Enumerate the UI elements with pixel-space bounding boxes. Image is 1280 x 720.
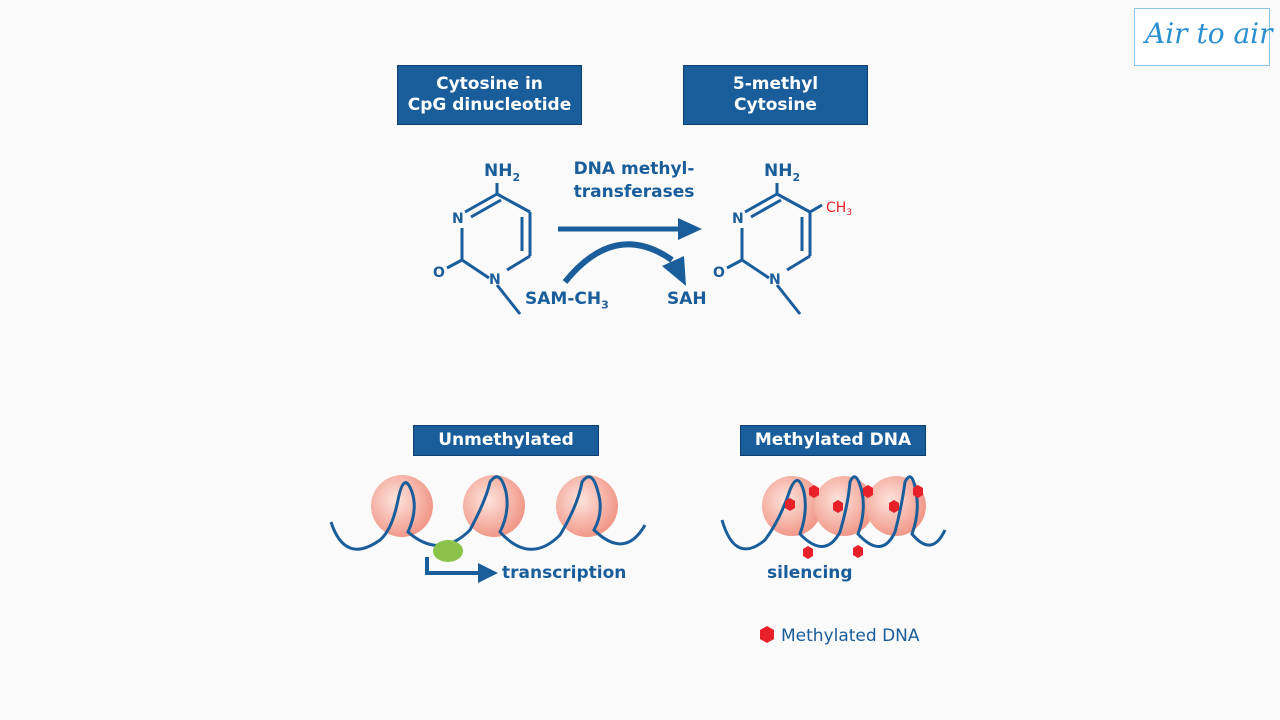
histone-1 [371,475,433,537]
amine-group-right: NH2 [764,161,800,184]
product-label: SAH [667,289,707,309]
unmethylated-label: Unmethylated [413,425,599,456]
enzyme-label-line2: transferases [573,181,695,202]
legend-hexagon-icon [760,626,774,643]
donor-label: SAM-CH3 [525,289,609,312]
legend-label: Methylated DNA [781,626,920,646]
transcription-label: transcription [502,563,627,583]
ring-nitrogen-right-top: N [732,211,744,227]
methylcytosine-label: 5-methyl Cytosine [683,65,868,125]
enzyme-label: DNA methyl- transferases [548,158,720,204]
histone-3 [556,475,618,537]
air-to-air-logo: Air to air [1134,8,1273,66]
methylcytosine-label-line2: Cytosine [734,95,817,115]
transcription-factor [433,540,463,562]
ring-nitrogen-left-bottom: N [489,272,501,288]
methylcytosine-structure [726,183,823,315]
unmethylated-chromatin [329,475,647,583]
ring-nitrogen-left-top: N [452,211,464,227]
carbonyl-oxygen-right: O [713,265,725,281]
silencing-label: silencing [767,563,853,583]
methylated-chromatin [720,475,947,559]
dna-strand-unmethylated [329,475,647,551]
methyl-group: CH3 [826,200,852,218]
carbonyl-oxygen-left: O [433,265,445,281]
cytosine-structure [446,183,532,315]
methylated-label: Methylated DNA [740,425,926,456]
cofactor-curved-arrow [562,241,686,286]
cytosine-label-line2: CpG dinucleotide [407,95,572,115]
reaction-arrow [558,218,702,240]
histone-2 [463,475,525,537]
transcription-arrow [425,557,480,575]
methyl-marks [785,485,923,559]
amine-group-left: NH2 [484,161,520,184]
cytosine-label-line1: Cytosine in [436,73,543,94]
logo-text: Air to air [1145,17,1273,50]
methylcytosine-label-line1: 5-methyl [732,73,819,94]
histone-m2 [814,476,874,536]
ring-nitrogen-right-bottom: N [769,272,781,288]
cytosine-label: Cytosine in CpG dinucleotide [397,65,582,125]
enzyme-label-line1: DNA methyl- [573,159,695,179]
